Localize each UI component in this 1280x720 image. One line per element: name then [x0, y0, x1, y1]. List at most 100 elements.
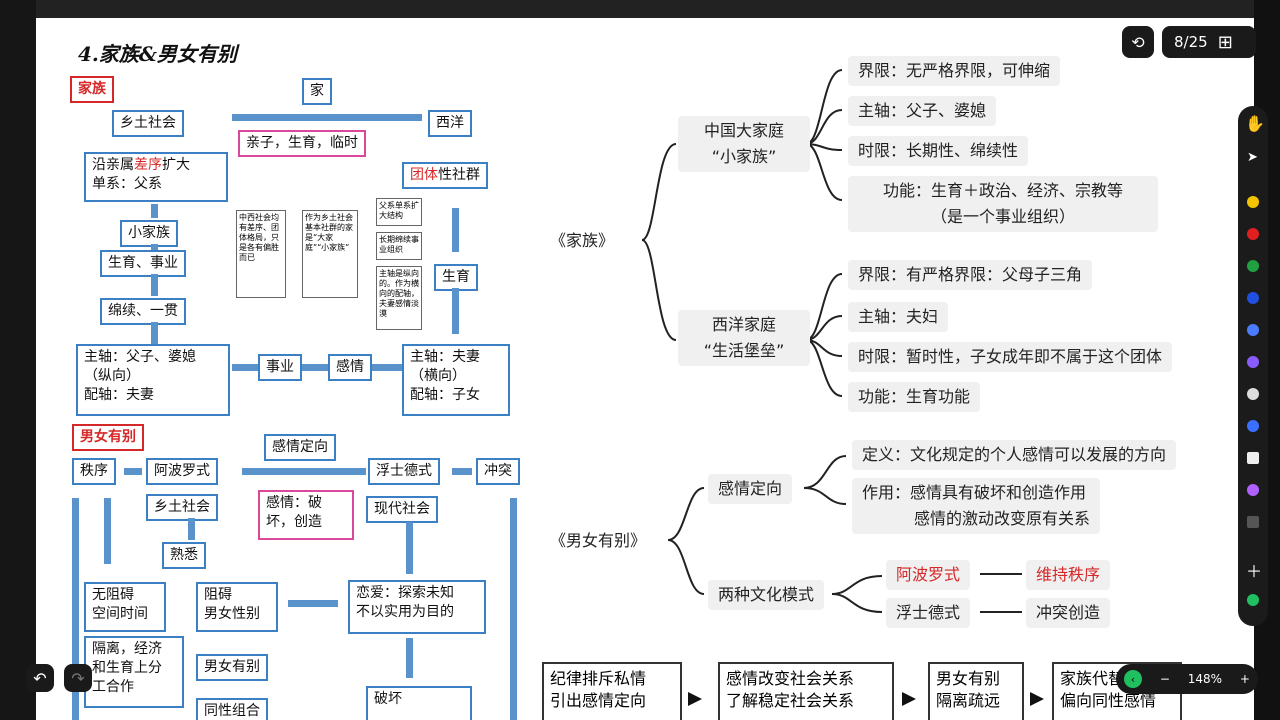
eraser-icon[interactable]	[1247, 452, 1259, 464]
mindmap-china-line: “小家族”	[711, 147, 777, 166]
pen-icon[interactable]	[1247, 420, 1259, 432]
qinzi-box: 亲子，生育，临时	[238, 130, 366, 157]
redo-icon: ↷	[71, 668, 85, 688]
pen-icon[interactable]	[1247, 356, 1259, 368]
pointer-icon[interactable]: ➤	[1247, 150, 1258, 165]
mindmap-effect-line: 作用：感情具有破坏和创造作用	[862, 483, 1087, 502]
mindmap-apollo: 阿波罗式	[886, 560, 971, 590]
minus-icon[interactable]: −	[1159, 672, 1170, 686]
top-bar	[36, 0, 1254, 18]
redo-button[interactable]: ↷	[64, 664, 92, 692]
faust-box: 浮士德式	[368, 458, 440, 485]
zuai-line: 男女性别	[204, 606, 260, 622]
page-total: 25	[1188, 33, 1208, 51]
shiye-box: 事业	[258, 354, 302, 381]
chain-line: 偏向同性感情	[1060, 691, 1157, 710]
mindmap-faust: 浮士德式	[886, 598, 971, 628]
note-box-3: 父系单系扩大结构	[376, 198, 422, 226]
zhuzhou-right-box: 主轴：夫妻 （横向） 配轴：子女	[402, 344, 510, 416]
undo-icon: ↶	[33, 668, 47, 688]
ganqing-dingxiang-box: 感情定向	[264, 434, 336, 461]
up-arrow	[104, 498, 111, 564]
mindmap-effect-line: 感情的激动改变原有关系	[914, 509, 1091, 528]
mindmap-china-node: 中国大家庭 “小家族”	[678, 116, 810, 172]
lianai-line: 恋爱：探索未知	[356, 585, 454, 601]
mindmap-china-line: 中国大家庭	[703, 121, 784, 140]
chain-box: 感情改变社会关系 了解稳定社会关系	[718, 662, 894, 720]
note-box-2: 作为乡土社会基本社群的家是“大家庭”“小家族”	[302, 210, 358, 298]
pen-icon[interactable]	[1247, 196, 1259, 208]
ganqing-po-line: 坏，创造	[266, 514, 322, 530]
chain-box: 男女有别 隔离疏远	[928, 662, 1024, 720]
ganqing-po-line: 感情：破	[266, 495, 322, 511]
mindmap-modes-node: 两种文化模式	[708, 580, 825, 610]
geli-line: 隔离，经济	[92, 641, 162, 657]
chaxu-post: 扩大	[162, 157, 190, 173]
shengyu-shiye-box: 生育、事业	[100, 250, 186, 277]
chongtu-box: 冲突	[476, 458, 520, 485]
gender-section-label: 男女有别	[72, 424, 144, 451]
grid-icon[interactable]	[1247, 516, 1259, 528]
down-arrow	[406, 522, 413, 574]
geli-line: 工合作	[92, 679, 134, 695]
chain-line: 隔离疏远	[936, 691, 1001, 710]
zhuzhou-left-box: 主轴：父子、婆媳 （纵向） 配轴：夫妻	[76, 344, 230, 416]
mindmap-orientation-node: 感情定向	[708, 474, 793, 504]
pen-icon[interactable]	[1247, 260, 1259, 272]
grid-icon[interactable]: ⊞	[1217, 31, 1233, 53]
navigate-icon[interactable]	[1247, 594, 1259, 606]
xiangtu-box: 乡土社会	[112, 110, 184, 137]
xiandai-box: 现代社会	[366, 496, 438, 523]
lasso-icon[interactable]	[1247, 484, 1259, 496]
double-arrow	[242, 468, 366, 475]
mindmap-west-item: 主轴：夫妇	[848, 302, 949, 332]
slide-title: 4.家族&男女有别	[78, 42, 237, 66]
zuai-box: 阻碍 男女性别	[196, 582, 278, 632]
hand-icon[interactable]: ✋	[1245, 114, 1265, 133]
mindmap-china-item: 时限：长期性、绵续性	[848, 136, 1029, 166]
undo-button[interactable]: ↶	[26, 664, 54, 692]
history-icon: ⟲	[1131, 32, 1145, 52]
pen-icon[interactable]	[1247, 324, 1259, 336]
note-box-1: 中西社会均有差序、团体格局，只是各有偏胜而已	[236, 210, 286, 298]
page-current: 8	[1174, 33, 1184, 51]
back-icon[interactable]: ‹	[1124, 670, 1142, 688]
page-indicator[interactable]: 8/25 ⊞	[1162, 26, 1256, 58]
long-up-arrow	[510, 498, 517, 720]
history-button[interactable]: ⟲	[1122, 26, 1154, 58]
app-side-strip	[0, 0, 36, 720]
page-separator: /	[1183, 33, 1189, 51]
pen-icon[interactable]	[1247, 388, 1259, 400]
long-up-arrow	[72, 498, 79, 720]
annotation-toolbar: ✋ ➤ ＋	[1238, 106, 1268, 626]
down-arrow	[452, 208, 459, 252]
pen-icon[interactable]	[1247, 228, 1259, 240]
zhuzhou-right-line: （横向）	[410, 368, 466, 384]
geli-line: 和生育上分	[92, 660, 162, 676]
ganqing-po-box: 感情：破 坏，创造	[258, 490, 354, 540]
mindmap-west-item: 功能：生育功能	[848, 382, 981, 412]
mindmap-faust-result: 冲突创造	[1026, 598, 1111, 628]
down-arrow	[151, 274, 158, 296]
right-arrow	[124, 468, 142, 475]
ganqing-box: 感情	[328, 354, 372, 381]
note-box-4: 长期绵续事业组织	[376, 232, 422, 260]
pen-icon[interactable]	[1247, 292, 1259, 304]
zhuzhou-left-line: （纵向）	[84, 368, 140, 384]
shuxi-box: 熟悉	[162, 542, 206, 569]
chain-box: 纪律排斥私情 引出感情定向	[542, 662, 682, 720]
tuanti-red: 团体	[410, 167, 438, 183]
tuanti-box: 团体性社群	[402, 162, 488, 189]
zoom-control: ‹ − 148% +	[1116, 664, 1258, 694]
apollo-box: 阿波罗式	[146, 458, 218, 485]
mindmap-west-line: 西洋家庭	[711, 315, 776, 334]
mindmap-definition: 定义：文化规定的个人感情可以发展的方向	[852, 440, 1177, 470]
chain-arrow	[902, 692, 916, 706]
down-arrow	[188, 518, 195, 540]
wuzuai-line: 无阻碍	[92, 587, 134, 603]
chain-line: 纪律排斥私情	[550, 669, 647, 688]
jia-box: 家	[302, 78, 332, 105]
plus-icon[interactable]: +	[1239, 672, 1250, 686]
add-icon[interactable]: ＋	[1246, 562, 1263, 581]
chaxu-box: 沿亲属差序扩大 单系：父系	[84, 152, 228, 202]
